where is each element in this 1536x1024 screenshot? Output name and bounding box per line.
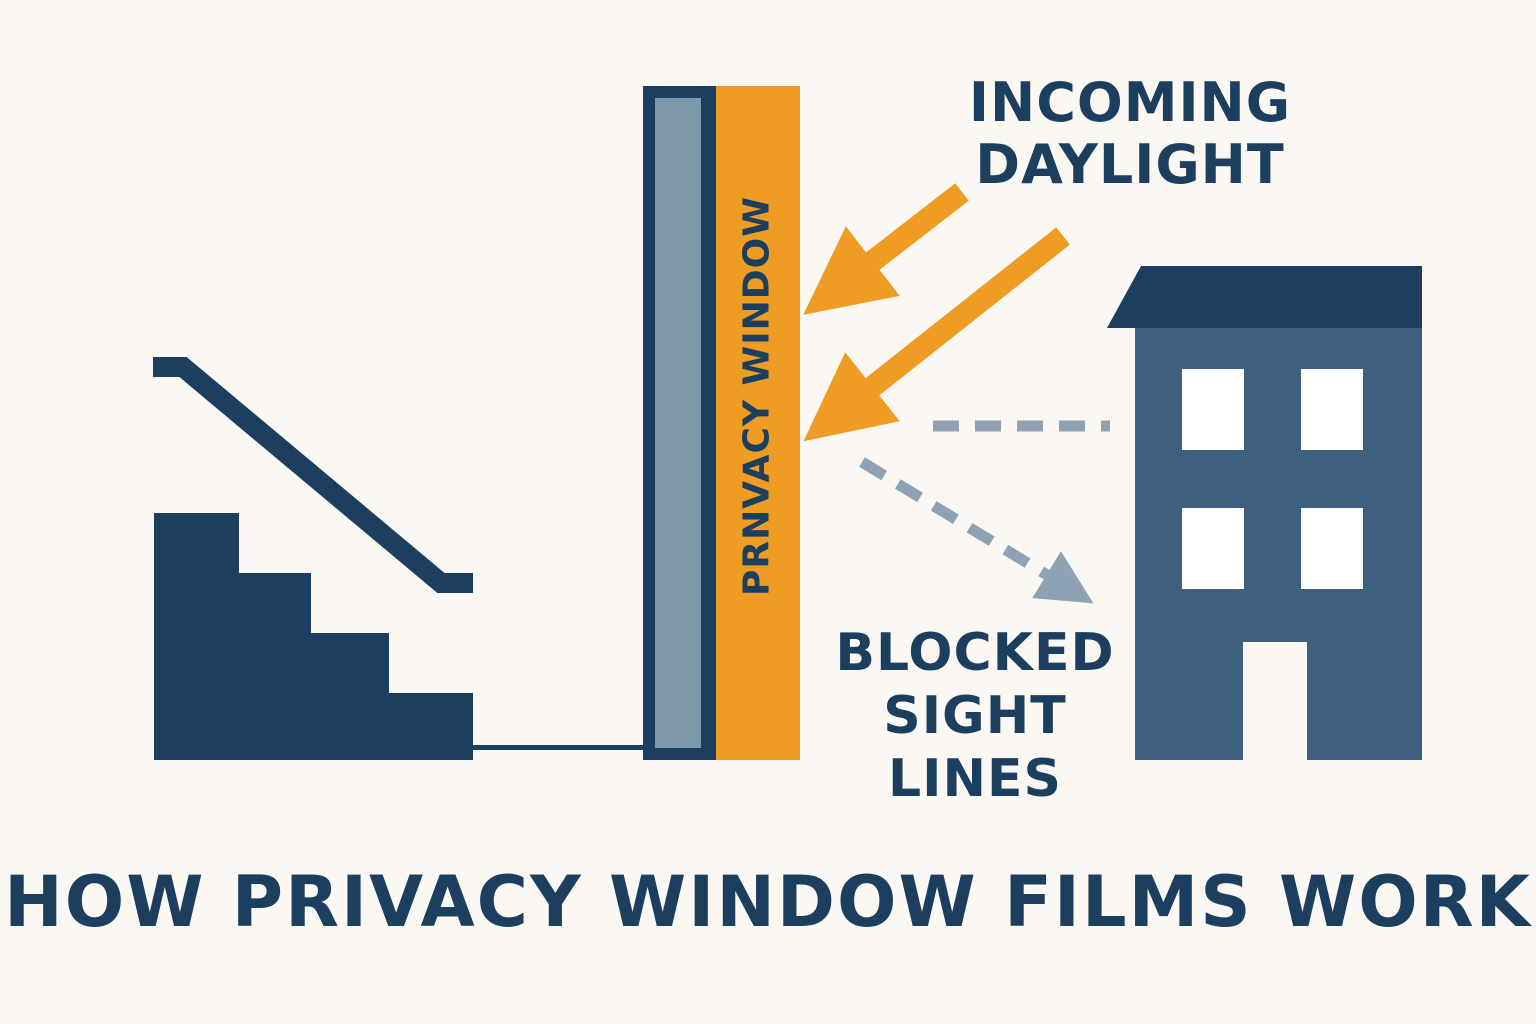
sight-line-arrow-icon <box>859 457 1094 604</box>
building-icon <box>1107 266 1422 760</box>
handrail-icon <box>153 357 473 593</box>
privacy-film-icon <box>716 86 800 760</box>
staircase-icon <box>154 513 653 760</box>
daylight-arrows <box>803 183 1070 442</box>
floor-line <box>473 745 653 750</box>
blocked-sight-lines-label: BLOCKED SIGHT LINES <box>810 622 1140 811</box>
building-window <box>1182 369 1244 450</box>
building-roof <box>1107 266 1422 328</box>
label-line: LINES <box>888 749 1062 809</box>
label-line: INCOMING <box>968 71 1292 134</box>
film-label: PRNVACY WINDOW <box>736 196 778 596</box>
label-line: BLOCKED <box>835 623 1115 683</box>
sun-ray-arrow-icon <box>803 227 1070 442</box>
window-glass <box>655 98 701 748</box>
building-window <box>1301 508 1363 589</box>
label-line: DAYLIGHT <box>975 133 1285 196</box>
window-pane-icon <box>643 86 716 760</box>
building-door <box>1243 642 1307 760</box>
incoming-daylight-label: INCOMING DAYLIGHT <box>930 72 1330 196</box>
building-window <box>1182 508 1244 589</box>
label-line: SIGHT <box>883 686 1067 746</box>
stairs <box>154 513 473 760</box>
sight-lines <box>859 420 1110 604</box>
sun-ray-arrow-icon <box>803 183 969 315</box>
building-window <box>1301 369 1363 450</box>
page-title: HOW PRIVACY WINDOW FILMS WORK <box>4 861 1532 943</box>
